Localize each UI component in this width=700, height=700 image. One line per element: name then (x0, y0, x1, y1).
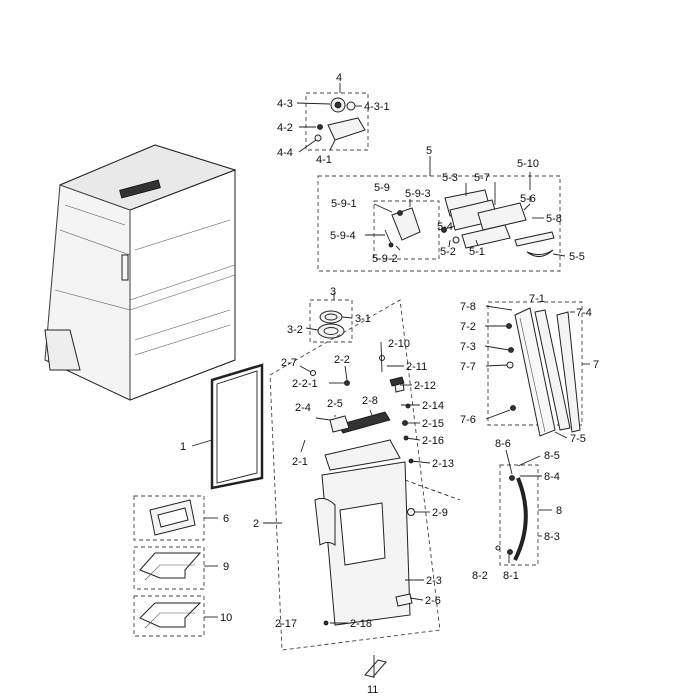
label-8-5: 8-5 (544, 450, 560, 462)
label-7: 7 (593, 359, 599, 371)
label-5-4: 5-4 (437, 221, 453, 233)
group-3-box (305, 293, 353, 343)
label-2-11: 2-11 (406, 361, 427, 373)
label-2: 2 (253, 518, 259, 530)
label-7-3: 7-3 (460, 341, 476, 353)
label-3-2: 3-2 (287, 324, 303, 336)
label-2-12: 2-12 (414, 380, 436, 392)
label-2-5: 2-5 (327, 398, 343, 410)
label-7-6: 7-6 (460, 414, 476, 426)
label-8: 8 (556, 505, 562, 517)
label-5-8: 5-8 (546, 213, 562, 225)
label-9: 9 (223, 561, 229, 573)
label-4-4: 4-4 (277, 147, 293, 159)
callout-labels: 4 4-3 4-3-1 4-2 4-4 4-1 5 5-10 5-3 5-7 5… (180, 72, 599, 696)
label-8-4: 8-4 (544, 471, 560, 483)
label-2-18: 2-18 (350, 618, 372, 630)
label-2-4: 2-4 (295, 402, 311, 414)
label-5-9-2: 5-9-2 (372, 253, 398, 265)
label-7-2: 7-2 (460, 321, 476, 333)
part-11 (364, 655, 387, 678)
label-3: 3 (330, 286, 336, 298)
label-7-7: 7-7 (460, 361, 476, 373)
label-5-2: 5-2 (440, 246, 456, 258)
label-7-8: 7-8 (460, 301, 476, 313)
label-10: 10 (220, 612, 232, 624)
label-2-6: 2-6 (425, 595, 441, 607)
label-5-9-4: 5-9-4 (330, 230, 356, 242)
label-2-14: 2-14 (422, 400, 444, 412)
label-2-3: 2-3 (426, 575, 442, 587)
label-7-5: 7-5 (570, 433, 586, 445)
label-2-8: 2-8 (362, 395, 378, 407)
label-2-15: 2-15 (422, 418, 444, 430)
label-4-1: 4-1 (316, 154, 332, 166)
group-7-box (484, 301, 590, 439)
label-5-10: 5-10 (517, 158, 539, 170)
label-7-4: 7-4 (576, 307, 592, 319)
label-7-1: 7-1 (529, 293, 545, 305)
label-5-9-3: 5-9-3 (405, 188, 431, 200)
label-4: 4 (336, 72, 342, 84)
bin-9 (133, 546, 218, 590)
label-8-2: 8-2 (472, 570, 488, 582)
group-2-door (263, 299, 461, 651)
label-5-7: 5-7 (474, 172, 490, 184)
label-3-1: 3-1 (355, 313, 371, 325)
label-5-5: 5-5 (569, 251, 585, 263)
label-5-1: 5-1 (469, 246, 485, 258)
label-2-13: 2-13 (432, 458, 454, 470)
group-4-box (296, 83, 369, 153)
label-5: 5 (426, 145, 432, 157)
refrigerator-cabinet (44, 144, 237, 401)
label-11: 11 (367, 684, 378, 696)
label-8-6: 8-6 (495, 438, 511, 450)
label-2-9: 2-9 (432, 507, 448, 519)
label-8-3: 8-3 (544, 531, 560, 543)
bin-6 (133, 495, 218, 541)
door-gasket (210, 363, 264, 490)
label-6: 6 (223, 513, 229, 525)
bin-10 (133, 595, 218, 637)
label-2-16: 2-16 (422, 435, 444, 447)
label-2-1: 2-1 (292, 456, 308, 468)
label-1: 1 (180, 441, 186, 453)
label-8-1: 8-1 (503, 570, 519, 582)
label-5-6: 5-6 (520, 193, 536, 205)
label-5-9-1: 5-9-1 (331, 198, 357, 210)
label-2-2-1: 2-2-1 (292, 378, 318, 390)
label-4-3-1: 4-3-1 (364, 101, 390, 113)
label-2-17: 2-17 (275, 618, 297, 630)
group-8-handle (495, 449, 552, 566)
label-2-7: 2-7 (281, 357, 297, 369)
label-4-3: 4-3 (277, 98, 293, 110)
label-2-2: 2-2 (334, 354, 350, 366)
label-4-2: 4-2 (277, 122, 293, 134)
label-5-3: 5-3 (442, 172, 458, 184)
label-5-9: 5-9 (374, 182, 390, 194)
label-2-10: 2-10 (388, 338, 410, 350)
group-5-box (317, 156, 566, 272)
